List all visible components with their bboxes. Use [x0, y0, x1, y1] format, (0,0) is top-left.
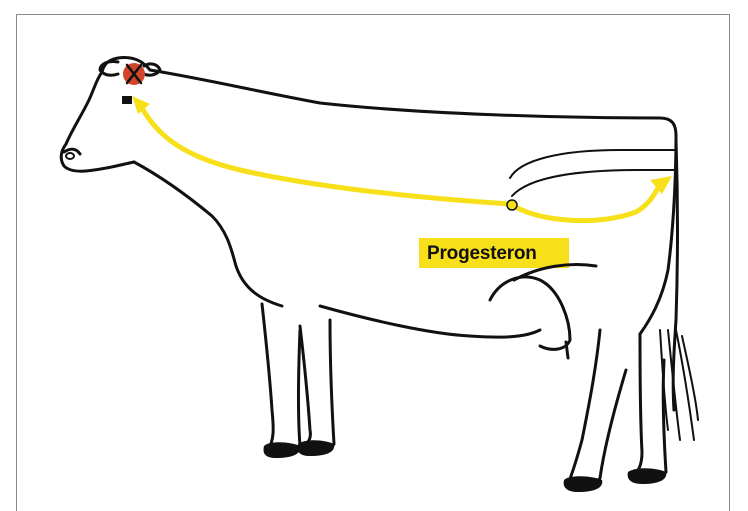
hoof-front-2 [298, 440, 335, 456]
hoof-hind-2 [628, 468, 667, 484]
cow-back [150, 70, 676, 136]
cow-hind-leg-1 [568, 330, 626, 485]
hormone-pathway [142, 108, 660, 221]
hoof-hind-1 [564, 476, 603, 492]
source-marker-icon [507, 200, 517, 210]
hoof-front-1 [264, 442, 301, 458]
red-x-circle-icon [123, 63, 145, 85]
pathway-to-rump [514, 184, 660, 221]
cow-front-leg-1 [262, 304, 300, 452]
cow-belly [320, 306, 540, 337]
cow-eye [122, 96, 132, 104]
cow-tail-switch [660, 330, 698, 440]
cow-neck [134, 162, 282, 306]
cow-front-leg-2 [300, 320, 334, 450]
hormone-label: Progesteron [419, 238, 569, 268]
cow-thigh [640, 136, 676, 334]
cow-rump [510, 150, 676, 196]
pathway-to-head [142, 108, 510, 204]
cow-nostril [66, 153, 74, 159]
cow-outline [61, 58, 698, 485]
arrowhead-head [132, 96, 150, 114]
cow-teat [566, 342, 568, 358]
